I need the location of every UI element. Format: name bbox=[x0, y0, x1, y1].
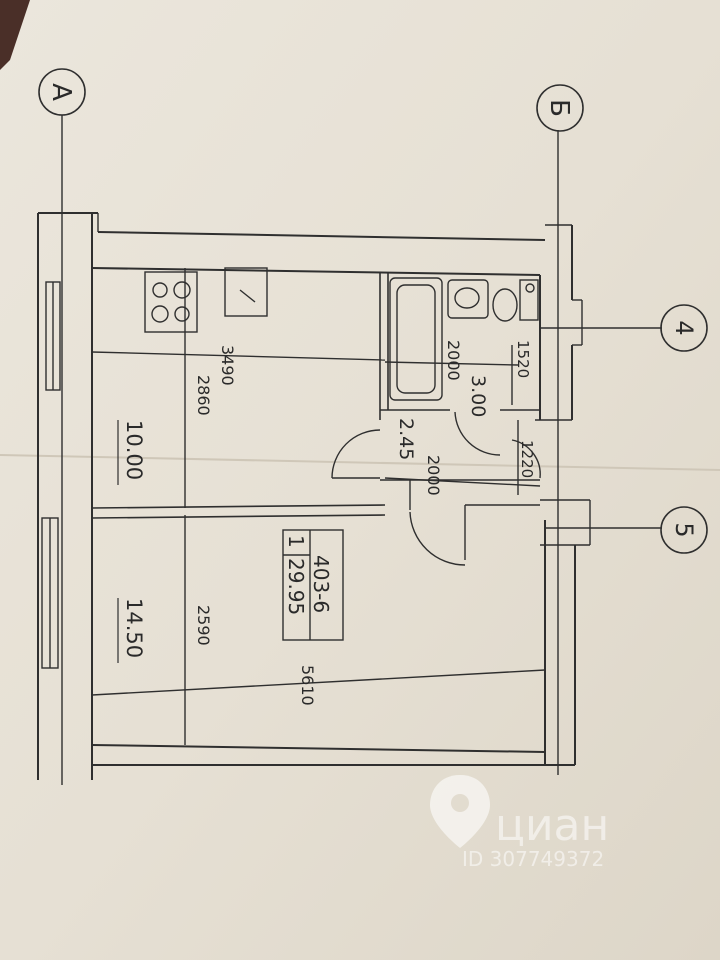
partition-kitchen-room-2 bbox=[91, 514, 386, 519]
sink-drain bbox=[239, 289, 256, 303]
watermark-id: ID 307749372 bbox=[462, 847, 604, 871]
table-corner bbox=[0, 0, 30, 70]
dim-hall-width: 1220 bbox=[518, 440, 536, 478]
top-wall-outer bbox=[97, 231, 546, 241]
stamp-rooms: 1 bbox=[284, 535, 308, 548]
wash-basin-bowl bbox=[454, 287, 480, 309]
axis-label-5: 5 bbox=[670, 522, 698, 537]
hallway-door-swing bbox=[331, 429, 381, 479]
dim-bath-width: 1520 bbox=[514, 340, 532, 378]
area-room: 14.50 bbox=[122, 598, 146, 658]
dim-hall-length: 2000 bbox=[424, 455, 443, 496]
kitchen-sink bbox=[224, 267, 268, 317]
bath-door-swing bbox=[454, 411, 501, 456]
bathtub bbox=[389, 277, 443, 401]
dim-bath-length: 2000 bbox=[444, 340, 463, 381]
area-hallway: 2.45 bbox=[395, 418, 417, 460]
entrance-door-swing bbox=[511, 439, 541, 479]
toilet-tank bbox=[519, 279, 539, 321]
axis-label-a: А bbox=[46, 83, 76, 101]
top-wall-inner bbox=[91, 267, 541, 276]
dim-line-bath-length bbox=[384, 361, 519, 366]
stove-burner-4 bbox=[174, 306, 190, 322]
room-door-swing bbox=[409, 511, 466, 566]
axis-label-b: Б bbox=[544, 99, 574, 117]
stamp-total-area: 29.95 bbox=[284, 558, 308, 615]
dim-kitchen-width: 2860 bbox=[194, 375, 213, 416]
stove-burner-1 bbox=[152, 282, 168, 298]
toilet-flush bbox=[525, 283, 535, 293]
area-bathroom: 3.00 bbox=[467, 375, 489, 417]
dim-total-length: 5610 bbox=[298, 665, 317, 706]
paper-fold bbox=[0, 454, 720, 471]
dim-line-kitchen-length bbox=[91, 351, 386, 361]
stove-burner-2 bbox=[173, 281, 191, 299]
axis-circle-a bbox=[38, 68, 86, 116]
dim-room-width: 2590 bbox=[194, 605, 213, 646]
axis-label-4: 4 bbox=[670, 320, 698, 335]
dim-line-total-length bbox=[91, 669, 546, 696]
stove-burner-3 bbox=[151, 305, 169, 323]
partition-kitchen-room bbox=[91, 504, 386, 509]
wash-basin bbox=[447, 279, 489, 319]
axis-circle-b bbox=[536, 84, 584, 132]
watermark-brand: циан bbox=[495, 800, 609, 851]
stove bbox=[144, 271, 198, 333]
bottom-wall-inner bbox=[91, 744, 546, 753]
toilet-bowl bbox=[492, 288, 518, 322]
bathtub-inner bbox=[396, 284, 436, 394]
dim-line-hall-length bbox=[384, 477, 541, 487]
axis-circle-4 bbox=[660, 304, 708, 352]
cian-logo-icon bbox=[430, 775, 490, 848]
axis-circle-5 bbox=[660, 506, 708, 554]
area-kitchen: 10.00 bbox=[122, 420, 146, 480]
stamp-series: 403-6 bbox=[309, 555, 333, 613]
stamp-box bbox=[282, 529, 344, 641]
dim-kitchen-length: 3490 bbox=[218, 345, 237, 386]
